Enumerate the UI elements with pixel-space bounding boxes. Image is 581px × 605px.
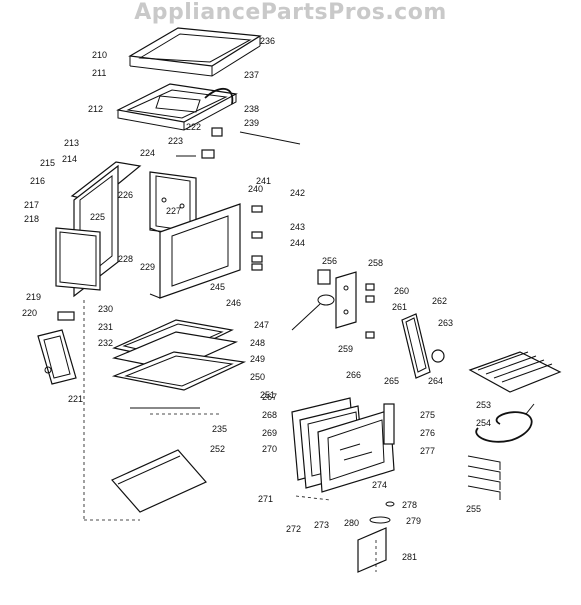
part-label: 254 — [476, 418, 491, 428]
part-label: 217 — [24, 200, 39, 210]
cooktop-tray — [128, 27, 262, 77]
part-label: 266 — [346, 370, 361, 380]
part-label: 244 — [290, 238, 305, 248]
part-label: 212 — [88, 104, 103, 114]
part-label: 243 — [290, 222, 305, 232]
part-label: 255 — [466, 504, 481, 514]
part-label: 236 — [260, 36, 275, 46]
part-label: 232 — [98, 338, 113, 348]
part-label: 248 — [250, 338, 265, 348]
part-label: 277 — [420, 446, 435, 456]
part-label: 259 — [338, 344, 353, 354]
part-label: 215 — [40, 158, 55, 168]
part-label: 251 — [260, 390, 275, 400]
bake-element — [475, 403, 535, 443]
part-label: 256 — [322, 256, 337, 266]
part-label: 237 — [244, 70, 259, 80]
part-label: 225 — [90, 212, 105, 222]
part-label: 221 — [68, 394, 83, 404]
part-label: 279 — [406, 516, 421, 526]
part-label: 245 — [210, 282, 225, 292]
part-label: 239 — [244, 118, 259, 128]
control-panel — [291, 269, 375, 339]
part-label: 261 — [392, 302, 407, 312]
part-label: 238 — [244, 104, 259, 114]
part-label: 253 — [476, 400, 491, 410]
part-label: 224 — [140, 148, 155, 158]
left-side-panels — [55, 161, 142, 298]
part-label: 219 — [26, 292, 41, 302]
rack-slides — [467, 455, 501, 500]
part-label: 280 — [344, 518, 359, 528]
part-label: 235 — [212, 424, 227, 434]
part-label: 267 — [262, 392, 277, 402]
part-label: 278 — [402, 500, 417, 510]
part-label: 223 — [168, 136, 183, 146]
part-label: 226 — [118, 190, 133, 200]
drawer-bracket — [357, 501, 395, 573]
part-label: 246 — [226, 298, 241, 308]
part-label: 216 — [30, 176, 45, 186]
part-label: 210 — [92, 50, 107, 60]
part-label: 227 — [166, 206, 181, 216]
part-label: 274 — [372, 480, 387, 490]
part-label: 262 — [432, 296, 447, 306]
part-label: 281 — [402, 552, 417, 562]
part-label: 249 — [250, 354, 265, 364]
left-bracket — [37, 311, 77, 385]
part-label: 218 — [24, 214, 39, 224]
part-label: 272 — [286, 524, 301, 534]
part-label: 231 — [98, 322, 113, 332]
part-label: 252 — [210, 444, 225, 454]
part-label: 271 — [258, 494, 273, 504]
part-label: 269 — [262, 428, 277, 438]
front-frame — [149, 203, 241, 299]
part-label: 276 — [420, 428, 435, 438]
part-label: 214 — [62, 154, 77, 164]
part-label: 263 — [438, 318, 453, 328]
part-label: 229 — [140, 262, 155, 272]
part-label: 213 — [64, 138, 79, 148]
part-label: 247 — [254, 320, 269, 330]
part-label: 275 — [420, 410, 435, 420]
side-trim — [401, 313, 445, 379]
part-number-labels: 210 211 212 213 214 215 216 217 218 219 … — [22, 36, 491, 562]
burner-box — [116, 83, 238, 131]
part-label: 265 — [384, 376, 399, 386]
part-label: 228 — [118, 254, 133, 264]
part-label: 260 — [394, 286, 409, 296]
part-label: 250 — [250, 372, 265, 382]
part-label: 240 — [248, 184, 263, 194]
part-label: 220 — [22, 308, 37, 318]
part-label: 211 — [92, 68, 106, 78]
part-label: 270 — [262, 444, 277, 454]
assembly-guide-lines — [83, 131, 377, 572]
hinge-parts — [251, 205, 263, 271]
part-label: 222 — [186, 122, 201, 132]
part-label: 241 — [256, 176, 271, 186]
part-label: 258 — [368, 258, 383, 268]
oven-rack — [468, 351, 562, 393]
part-label: 268 — [262, 410, 277, 420]
part-label: 242 — [290, 188, 305, 198]
kick-panel — [111, 449, 207, 513]
oven-door — [291, 397, 395, 493]
small-brackets — [176, 127, 223, 159]
part-label: 230 — [98, 304, 113, 314]
part-label: 273 — [314, 520, 329, 530]
part-label: 264 — [428, 376, 443, 386]
broiler-pans — [111, 319, 247, 409]
